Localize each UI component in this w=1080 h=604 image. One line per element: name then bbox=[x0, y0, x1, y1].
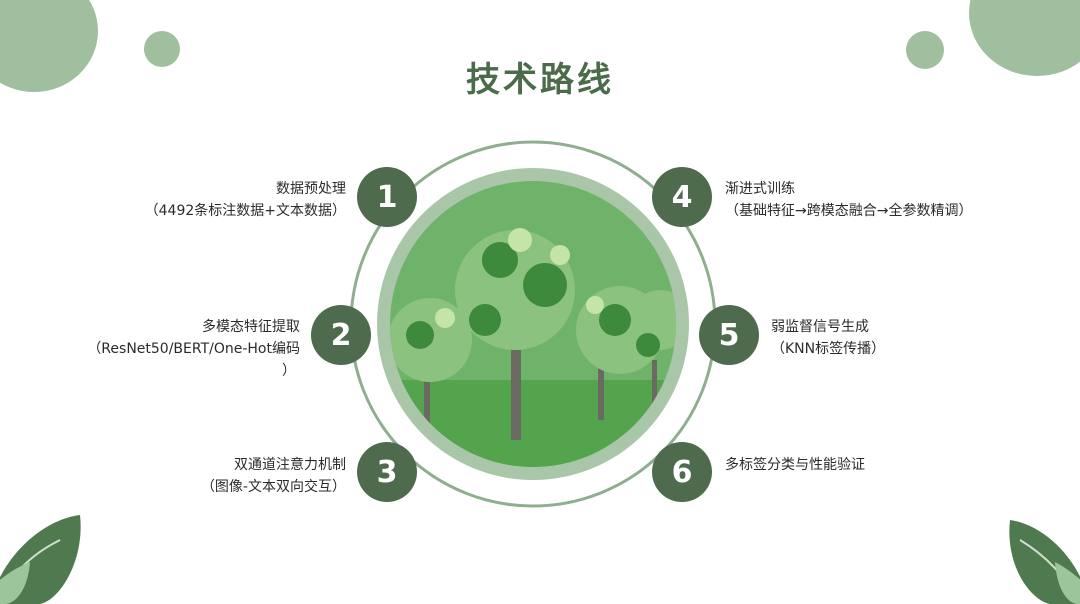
step-5-text: 弱监督信号生成 （KNN标签传播） bbox=[771, 316, 1031, 360]
step-2-detail: （ResNet50/BERT/One-Hot编码 bbox=[87, 341, 300, 357]
decor-circle-top-right-small bbox=[906, 31, 944, 69]
step-1-label: 数据预处理 bbox=[276, 181, 346, 197]
step-number-1: 1 bbox=[357, 167, 417, 227]
step-6-label: 多标签分类与性能验证 bbox=[725, 457, 865, 473]
step-number-4: 4 bbox=[652, 167, 712, 227]
leaf-icon-bottom-right bbox=[1009, 520, 1080, 604]
step-number-3: 3 bbox=[357, 442, 417, 502]
step-number-5: 5 bbox=[699, 305, 759, 365]
step-4-text: 渐进式训练 （基础特征→跨模态融合→全参数精调） bbox=[725, 178, 1045, 222]
step-3-label: 双通道注意力机制 bbox=[234, 457, 346, 473]
step-1-detail: （4492条标注数据+文本数据） bbox=[144, 203, 346, 219]
decor-circle-top-left-small bbox=[144, 31, 180, 67]
step-number-2: 2 bbox=[311, 305, 371, 365]
leaf-icon-bottom-left bbox=[0, 515, 81, 604]
page-title: 技术路线 bbox=[466, 60, 614, 100]
step-4-detail: （基础特征→跨模态融合→全参数精调） bbox=[725, 203, 973, 219]
step-5-detail: （KNN标签传播） bbox=[771, 341, 886, 357]
step-2-label: 多模态特征提取 bbox=[202, 319, 300, 335]
step-2-text: 多模态特征提取 （ResNet50/BERT/One-Hot编码 ） bbox=[82, 316, 300, 382]
step-3-text: 双通道注意力机制 （图像-文本双向交互） bbox=[46, 454, 346, 498]
step-2-detail-end: ） bbox=[282, 363, 296, 379]
gear-trees-icon bbox=[390, 228, 676, 467]
step-6-text: 多标签分类与性能验证 bbox=[725, 454, 1045, 476]
step-4-label: 渐进式训练 bbox=[725, 181, 795, 197]
step-5-label: 弱监督信号生成 bbox=[771, 319, 869, 335]
step-number-6: 6 bbox=[652, 442, 712, 502]
step-1-text: 数据预处理 （4492条标注数据+文本数据） bbox=[46, 178, 346, 222]
step-3-detail: （图像-文本双向交互） bbox=[200, 479, 346, 495]
